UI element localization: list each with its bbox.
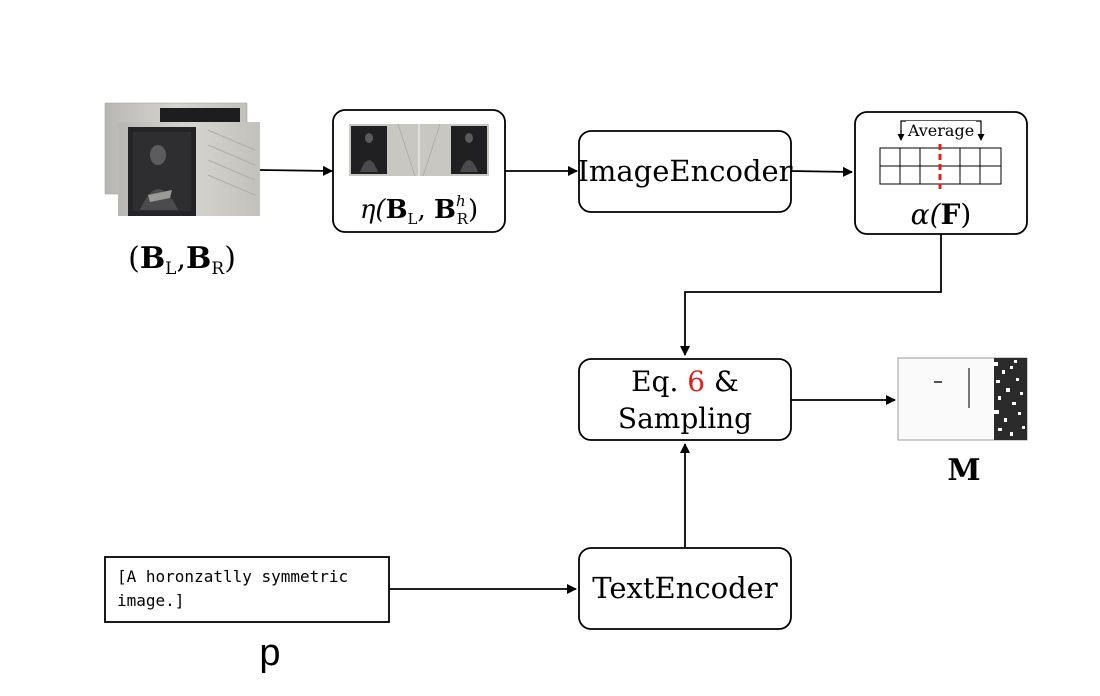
mask-label: M <box>947 453 980 488</box>
image-encoder-label: ImageEncoder <box>577 154 792 188</box>
pooling-box-label: α(F) <box>911 198 972 231</box>
mask-output-image <box>897 357 1028 441</box>
concatenated-image-thumbnail <box>349 123 489 177</box>
prompt-line2: image.] <box>117 591 184 610</box>
stereo-image-pair <box>104 102 260 216</box>
fusion-box: Eq. 6 & Sampling <box>578 358 792 441</box>
prompt-box: [A horonzatlly symmetric image.] <box>104 556 390 623</box>
arrow-images-to-flip <box>259 165 333 176</box>
left-image-thumbnail <box>118 122 260 216</box>
prompt-line1: [A horonzatlly symmetric <box>117 567 348 586</box>
image-encoder-box: ImageEncoder <box>577 130 793 213</box>
prompt-label: p <box>259 632 280 674</box>
average-label: Average <box>907 121 974 140</box>
image-pair-label: (BL,BR) <box>128 241 236 279</box>
fusion-box-line2: Sampling <box>618 402 752 435</box>
pooling-box: Average α(F) <box>854 111 1028 235</box>
arrow-encoder-to-pooling <box>790 166 853 177</box>
fusion-box-line1: Eq. 6 & <box>631 365 739 398</box>
arrow-pooling-to-fusion <box>680 234 942 356</box>
text-encoder-label: TextEncoder <box>592 571 778 605</box>
text-encoder-box: TextEncoder <box>578 547 792 630</box>
